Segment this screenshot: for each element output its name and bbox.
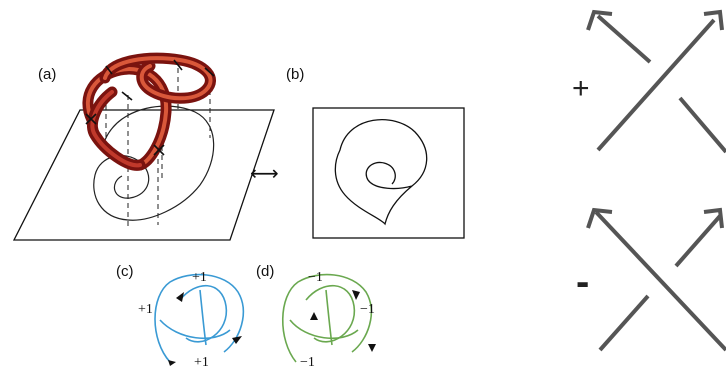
negative-crossing: - xyxy=(576,207,726,352)
negative-crossing-arrowheads xyxy=(586,207,724,229)
panel-d: (d) −1 −1 −1 xyxy=(256,263,376,369)
knot-projection-curve xyxy=(334,119,428,226)
panel-c: (c) +1 +1 +1 xyxy=(116,263,245,369)
panel-a-label: (a) xyxy=(38,66,56,83)
positive-sign-label: + xyxy=(572,72,590,105)
negative-sign-label: - xyxy=(576,260,589,304)
panel-b: (b) xyxy=(286,66,465,239)
panel-a: (a) xyxy=(12,52,275,241)
negative-trefoil xyxy=(281,273,373,363)
positive-crossing-arrows xyxy=(168,292,242,366)
crossing-label-d-3: −1 xyxy=(300,355,315,369)
panel-d-label: (d) xyxy=(256,263,274,280)
negative-crossing-arrows xyxy=(310,290,376,352)
tube-marks xyxy=(85,59,215,156)
equivalence-arrow-icon: ⟷ xyxy=(250,161,279,185)
crossing-label-c-2: +1 xyxy=(138,302,153,317)
crossing-label-c-1: +1 xyxy=(192,270,207,285)
crossing-label-d-1: −1 xyxy=(308,270,323,285)
trefoil-knot-tube xyxy=(82,52,216,171)
panel-b-label: (b) xyxy=(286,66,304,83)
positive-crossing-arrowheads xyxy=(586,9,724,31)
panel-c-label: (c) xyxy=(116,263,134,280)
positive-crossing: + xyxy=(572,9,726,154)
positive-trefoil xyxy=(154,273,245,363)
projection-plane xyxy=(12,109,275,241)
crossing-label-d-2: −1 xyxy=(360,302,375,317)
crossing-label-c-3: +1 xyxy=(194,355,209,369)
panel-b-frame xyxy=(312,107,465,239)
projected-knot-curve xyxy=(93,105,215,221)
